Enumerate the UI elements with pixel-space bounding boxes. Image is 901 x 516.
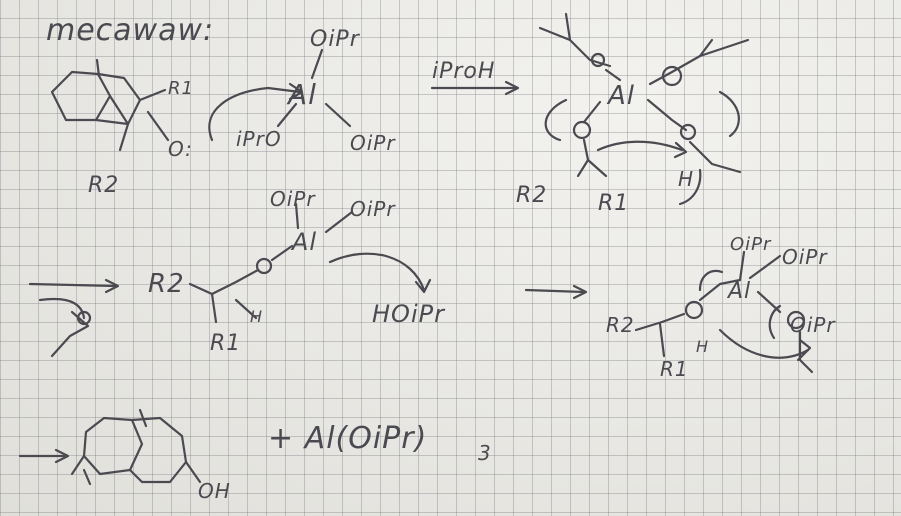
al-symbol-step2: Al (290, 228, 317, 256)
step2-r1-label: R1 (210, 331, 241, 356)
substrate-structure (50, 58, 170, 152)
ts2-ligand-bottom: OiPr (790, 313, 836, 337)
substituent-r1-label: R1 (168, 78, 194, 99)
ts2-h-label: H (696, 337, 709, 356)
ts2-ligand-top: OiPr (730, 234, 772, 255)
step2-ligand-right: OiPr (350, 197, 396, 221)
al-right-ligand: OiPr (350, 131, 396, 155)
ts2-ligand-right: OiPr (782, 245, 828, 269)
cyclic-transition-state-1 (538, 12, 750, 206)
heading-text: mecawaw: (46, 13, 214, 48)
curved-arrow-alkoxide (328, 252, 426, 292)
step2-r2-label: R2 (148, 269, 185, 299)
step2-carbon-chain (188, 268, 260, 296)
al-top-ligand: OiPr (310, 27, 361, 52)
final-byproduct-subscript: 3 (478, 441, 492, 465)
oxygen-lone-pair-label: O: (168, 137, 193, 161)
ts1-h-label: H (678, 167, 694, 191)
step2-ligand-top: OiPr (270, 187, 316, 211)
isopropoxide-fragment (50, 310, 90, 358)
reagent-label: iProH (432, 59, 495, 84)
ts2-r1-label: R1 (660, 357, 689, 381)
ts1-r1-label: R1 (598, 191, 629, 216)
reaction-arrow-2 (28, 282, 118, 288)
step2-h-label: H (250, 307, 263, 326)
al-symbol-step1: Al (286, 78, 317, 111)
substituent-r2-label: R2 (88, 173, 119, 198)
final-product-structure (70, 408, 202, 486)
cyclic-transition-state-2 (634, 250, 814, 374)
ts2-r2-label: R2 (606, 313, 635, 337)
curved-arrow-o-to-al (208, 86, 302, 142)
step2-leaving-group: HOiPr (372, 300, 446, 328)
al-symbol-ts2: Al (726, 279, 751, 304)
final-byproduct: + Al(OiPr) (268, 421, 427, 456)
final-product-hydroxyl: OH (198, 479, 231, 503)
ts1-r2-label: R2 (516, 183, 547, 208)
arrowhead (288, 82, 304, 101)
al-symbol-ts1: Al (606, 81, 635, 111)
al-left-ligand: iPrO (236, 127, 282, 151)
reaction-arrow-3 (524, 288, 586, 294)
